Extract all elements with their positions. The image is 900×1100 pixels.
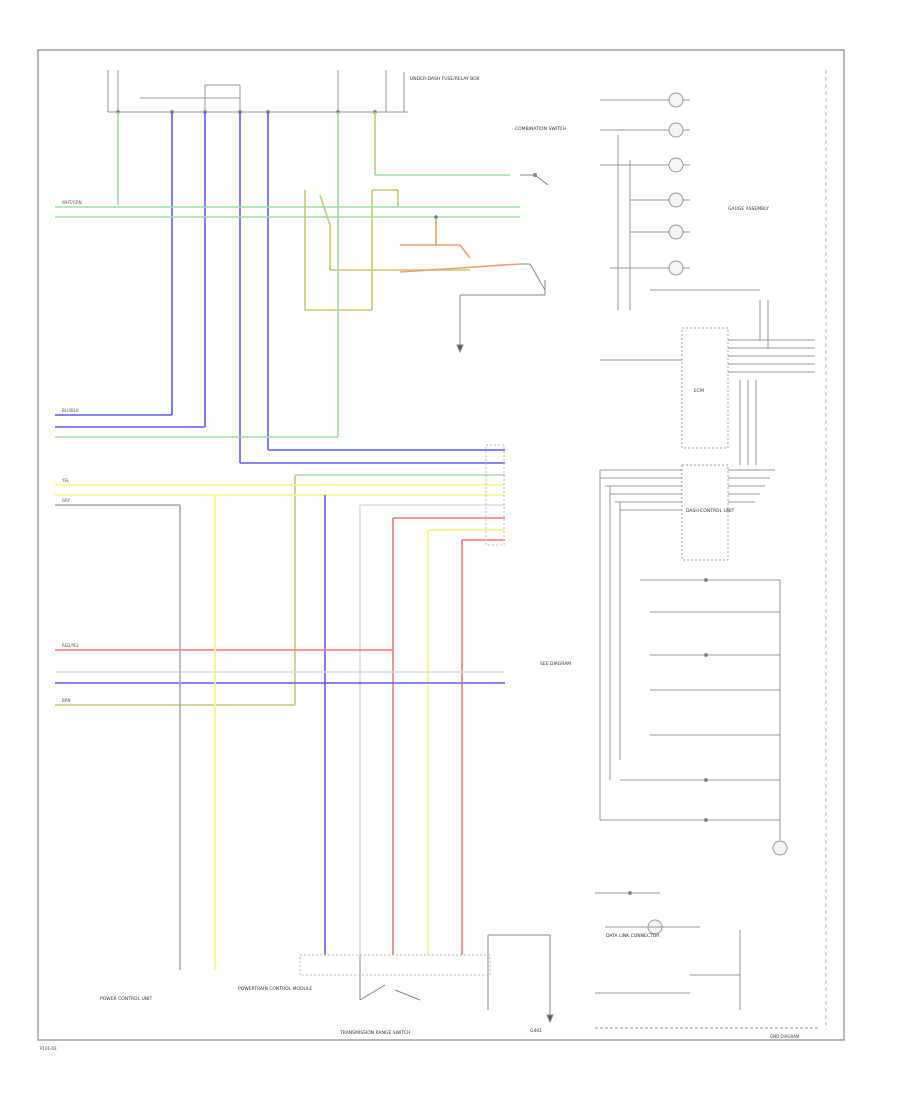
gnd-label: G401 xyxy=(530,1028,542,1034)
middle-wires xyxy=(55,414,505,970)
sensor-stack xyxy=(600,577,788,856)
ground-box xyxy=(299,954,491,976)
ref-mid-label: SEE DIAGRAM xyxy=(540,661,571,667)
lower-right-elements xyxy=(595,890,820,1029)
footer-right: GND DIAGRAM xyxy=(770,1034,800,1039)
green-bus-wires xyxy=(55,160,520,438)
top-fuse-box-label: UNDER-DASH FUSE/RELAY BOX xyxy=(410,76,480,82)
bottom-switch xyxy=(359,934,554,1024)
top-fuse-bus xyxy=(107,70,408,115)
page-frame xyxy=(37,49,845,1041)
center-bottom-label: TRANSMISSION RANGE SWITCH xyxy=(339,1030,410,1036)
wire-label-1: BLU/BLK xyxy=(62,408,79,413)
relay-box xyxy=(304,189,470,311)
wire-label-4: BRN xyxy=(62,698,71,703)
left-bottom-label: POWER CONTROL UNIT xyxy=(100,996,152,1002)
dash-box xyxy=(681,464,729,561)
gauge-stack xyxy=(600,92,690,310)
ecm-bus xyxy=(600,289,815,373)
dash-bus xyxy=(599,380,775,820)
wire-label-0: WHT/GRN xyxy=(62,200,82,205)
wire-label-5: GRY xyxy=(62,498,71,503)
wire-labels: WHT/GRN BLU/BLK YEL RED/YEL BRN GRY xyxy=(61,200,82,703)
dash-label: DASH CONTROL UNIT xyxy=(686,508,735,514)
ref-right-label: DATA LINK CONNECTOR xyxy=(606,933,659,939)
splice-dot xyxy=(434,215,438,219)
pcm-label: POWERTRAIN CONTROL MODULE xyxy=(238,986,312,992)
ecm-box xyxy=(681,327,729,449)
wire-label-2: YEL xyxy=(61,478,70,483)
switch-top-right xyxy=(456,173,549,354)
fuse-drops xyxy=(117,112,376,463)
mid-connector xyxy=(485,444,505,546)
page-id: P101-03 xyxy=(40,1046,57,1051)
orange-wires xyxy=(399,217,521,273)
ecm-label: ECM xyxy=(694,388,704,394)
gauge-stack-label: GAUGE ASSEMBLY xyxy=(728,206,769,212)
wire-label-3: RED/YEL xyxy=(62,643,80,648)
switch-label: COMBINATION SWITCH xyxy=(515,126,566,132)
